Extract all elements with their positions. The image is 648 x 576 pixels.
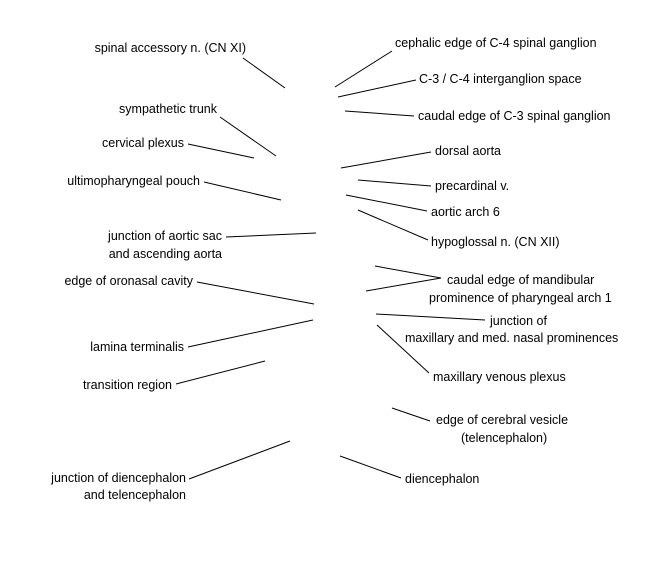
leader-maxillary-venous-plexus xyxy=(376,324,430,374)
label-c4-ganglion-cephalic-edge: cephalic edge of C-4 spinal ganglion xyxy=(395,36,597,50)
label-aortic-sac-junction-line1: junction of aortic sac xyxy=(107,229,222,243)
label-ultimopharyngeal-pouch: ultimopharyngeal pouch xyxy=(67,174,200,188)
label-diencephalon-telencephalon-junction-line2: and telencephalon xyxy=(84,488,186,502)
leader-hypoglossal-nerve xyxy=(357,209,429,241)
label-maxillary-nasal-junction-line2: maxillary and med. nasal prominences xyxy=(405,331,618,345)
leader-precardinal-vein xyxy=(357,179,432,187)
leader-cervical-plexus xyxy=(187,143,255,159)
leader-dorsal-aorta xyxy=(340,151,432,169)
leader-spinal-accessory-nerve xyxy=(242,57,286,89)
leader-transition-region xyxy=(175,360,266,385)
leader-mandibular-prominence-b xyxy=(365,277,442,292)
leader-aortic-sac-junction xyxy=(225,232,317,238)
label-interganglion-space: C-3 / C-4 interganglion space xyxy=(419,72,582,86)
label-hypoglossal-nerve: hypoglossal n. (CN XII) xyxy=(431,235,560,249)
label-precardinal-vein: precardinal v. xyxy=(435,179,509,193)
leader-c4-ganglion-cephalic-edge xyxy=(334,50,393,88)
leader-diencephalon xyxy=(339,455,402,479)
label-cerebral-vesicle-edge-line2: (telencephalon) xyxy=(461,431,547,445)
leader-oronasal-cavity-edge xyxy=(196,281,315,305)
label-c3-ganglion-caudal-edge: caudal edge of C-3 spinal ganglion xyxy=(418,109,611,123)
leader-interganglion-space xyxy=(337,79,417,98)
leader-aortic-arch-6 xyxy=(345,194,428,212)
leader-lamina-terminalis xyxy=(187,319,314,348)
label-lamina-terminalis: lamina terminalis xyxy=(90,340,184,354)
leader-cerebral-vesicle-edge xyxy=(391,407,431,422)
leader-c3-ganglion-caudal-edge xyxy=(344,110,415,117)
leader-diencephalon-telencephalon-junction xyxy=(188,440,291,480)
label-diencephalon-telencephalon-junction-line1: junction of diencephalon xyxy=(50,471,186,485)
label-maxillary-nasal-junction-line1: junction of xyxy=(489,314,548,328)
label-diencephalon: diencephalon xyxy=(405,472,479,486)
leader-mandibular-prominence-a xyxy=(374,265,442,279)
label-mandibular-prominence-line2: prominence of pharyngeal arch 1 xyxy=(429,291,612,305)
leader-sympathetic-trunk xyxy=(219,116,277,157)
label-mandibular-prominence-line1: caudal edge of mandibular xyxy=(447,273,594,287)
label-dorsal-aorta: dorsal aorta xyxy=(435,144,501,158)
label-sympathetic-trunk: sympathetic trunk xyxy=(119,102,218,116)
label-cervical-plexus: cervical plexus xyxy=(102,136,184,150)
label-spinal-accessory-nerve: spinal accessory n. (CN XI) xyxy=(95,41,246,55)
label-cerebral-vesicle-edge-line1: edge of cerebral vesicle xyxy=(436,413,568,427)
label-aortic-arch-6: aortic arch 6 xyxy=(431,205,500,219)
label-aortic-sac-junction-line2: and ascending aorta xyxy=(109,247,222,261)
label-transition-region: transition region xyxy=(83,378,172,392)
leader-maxillary-nasal-junction xyxy=(375,313,486,321)
label-maxillary-venous-plexus: maxillary venous plexus xyxy=(433,370,566,384)
leader-ultimopharyngeal-pouch xyxy=(203,181,282,201)
label-oronasal-cavity-edge: edge of oronasal cavity xyxy=(64,274,193,288)
